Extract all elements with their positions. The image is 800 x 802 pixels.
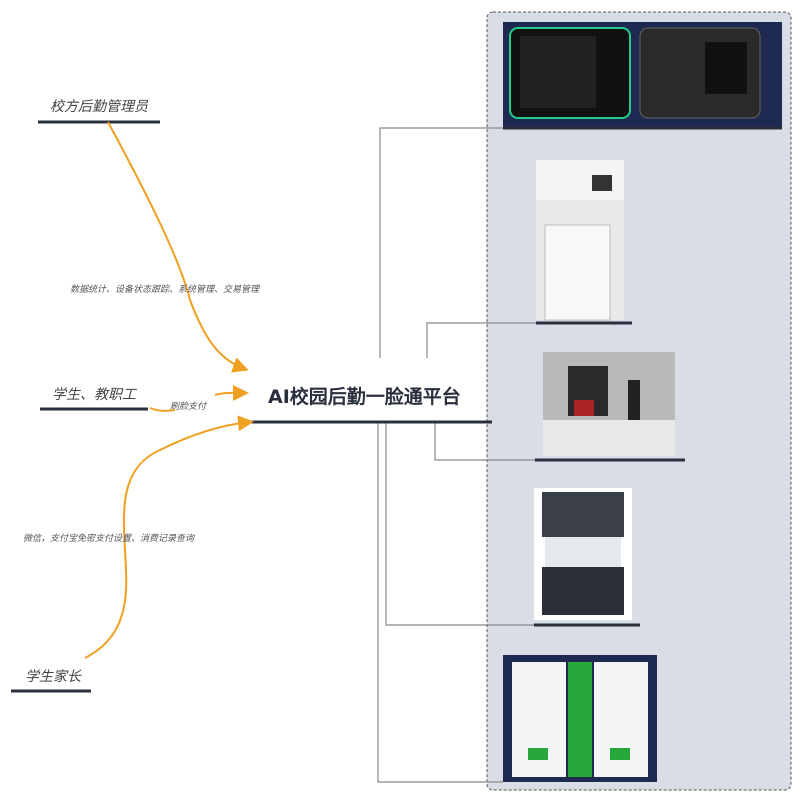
actor-admin-label: 校方后勤管理员 bbox=[50, 99, 148, 115]
students-flow-label: 刷脸支付 bbox=[170, 402, 207, 412]
connectors bbox=[377, 127, 536, 783]
admin-flow-label: 数据统计、设备状态跟踪、系统管理、交易管理 bbox=[70, 285, 260, 295]
device-water-dispenser-image bbox=[534, 488, 632, 620]
platform-title: AI校园后勤一脸通平台 bbox=[268, 386, 461, 408]
arrow-parents bbox=[84, 415, 254, 659]
connector-3 bbox=[434, 422, 535, 461]
device-terminal-image bbox=[503, 22, 782, 128]
connector-4 bbox=[385, 422, 534, 626]
device-vending-machine-image bbox=[503, 655, 657, 782]
device-hot-water-image bbox=[543, 352, 675, 456]
arrow-admin bbox=[107, 121, 249, 373]
connector-5 bbox=[377, 422, 503, 783]
parents-flow-label: 微信，支付宝免密支付设置、消费记录查询 bbox=[23, 534, 195, 544]
connector-2 bbox=[426, 322, 536, 358]
arrow-students bbox=[149, 393, 245, 412]
device-washing-machine-image bbox=[536, 160, 624, 321]
connector-1 bbox=[379, 127, 503, 358]
actor-students-label: 学生、教职工 bbox=[52, 387, 136, 403]
actor-parents-label: 学生家长 bbox=[25, 669, 81, 685]
flow-arrows bbox=[84, 121, 254, 659]
